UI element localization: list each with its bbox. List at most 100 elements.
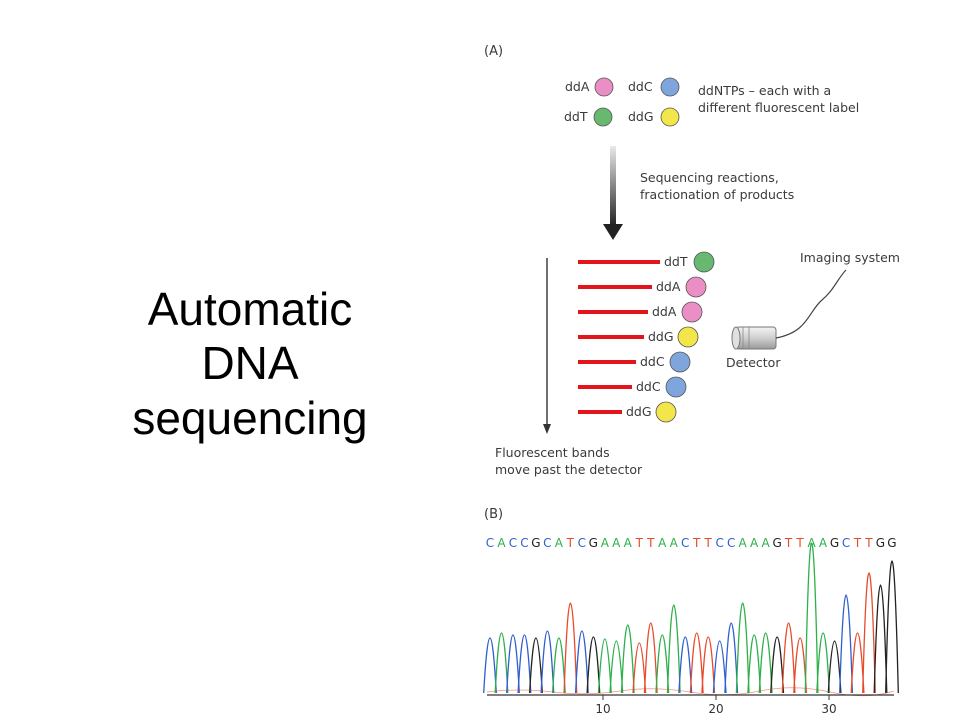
base-call-13: A [624, 536, 633, 550]
ddntp-label-a: ddA [565, 79, 590, 94]
band-label-3: ddA [652, 304, 677, 319]
trace-peak-31 [827, 640, 842, 694]
trace-peak-15 [643, 622, 658, 694]
base-call-3: C [509, 536, 517, 550]
slide-title: Automatic DNA sequencing [100, 282, 400, 445]
trace-baseline [486, 687, 895, 697]
ddntp-dot-c [660, 77, 680, 97]
band-label-6: ddC [636, 379, 661, 394]
trace-peak-34 [862, 572, 876, 694]
band-3 [578, 310, 648, 314]
base-call-30: A [819, 536, 828, 550]
trace-peak-1 [483, 637, 497, 694]
band-dot-2 [685, 276, 707, 298]
bands-caption-line-2: move past the detector [495, 462, 643, 477]
band-5 [578, 360, 636, 364]
band-label-4: ddG [648, 329, 674, 344]
band-dot-4 [677, 326, 699, 348]
trace-peak-6 [540, 630, 555, 694]
base-call-35: G [876, 536, 885, 550]
base-call-32: C [842, 536, 850, 550]
band-6 [578, 385, 632, 389]
trace-peak-13 [620, 624, 635, 694]
axis-tick-20: 20 [708, 702, 723, 716]
band-1 [578, 260, 660, 264]
process-arrow [603, 146, 623, 240]
trace-peak-23 [735, 602, 750, 694]
base-call-24: A [750, 536, 759, 550]
trace-peak-16 [655, 634, 670, 694]
migration-arrow [543, 258, 551, 434]
trace-peak-30 [816, 632, 831, 694]
base-call-6: C [543, 536, 551, 550]
base-call-21: C [715, 536, 723, 550]
trace-peak-12 [609, 640, 624, 694]
reaction-caption-line-1: Sequencing reactions, [640, 170, 779, 185]
trace-peak-32 [839, 594, 854, 694]
bands-caption-line-1: Fluorescent bands [495, 445, 610, 460]
title-line-3: sequencing [132, 391, 368, 444]
trace-peak-20 [701, 636, 716, 694]
trace-peak-33 [850, 632, 865, 694]
band-dot-7 [655, 401, 677, 423]
base-call-25: A [762, 536, 771, 550]
title-line-2: DNA [201, 337, 299, 390]
band-2 [578, 285, 652, 289]
detector-label: Detector [726, 355, 781, 370]
trace-peak-29 [804, 542, 819, 694]
base-call-5: G [531, 536, 540, 550]
base-call-12: A [612, 536, 621, 550]
base-call-20: T [704, 536, 713, 550]
trace-peak-8 [563, 602, 578, 694]
band-dot-3 [681, 301, 703, 323]
ddntp-dot-a [594, 77, 614, 97]
base-call-31: G [830, 536, 839, 550]
base-call-11: A [601, 536, 610, 550]
trace-peak-3 [506, 634, 520, 694]
axis-tick-30: 30 [821, 702, 836, 716]
chromatogram-trace [483, 542, 899, 697]
trace-peak-10 [586, 636, 601, 694]
trace-peak-17 [666, 604, 681, 694]
base-call-1: C [486, 536, 494, 550]
band-dot-1 [693, 251, 715, 273]
detector-icon [731, 326, 777, 350]
band-label-1: ddT [664, 254, 688, 269]
band-label-5: ddC [640, 354, 665, 369]
base-call-22: C [727, 536, 735, 550]
base-call-36: G [887, 536, 896, 550]
base-call-7: A [555, 536, 564, 550]
ddntp-label-c: ddC [628, 79, 653, 94]
base-call-14: T [635, 536, 644, 550]
ddntp-dot-t [593, 107, 613, 127]
base-call-4: C [520, 536, 528, 550]
reaction-caption-line-2: fractionation of products [640, 187, 794, 202]
ddntp-legend: ddA ddC ddT ddG [564, 77, 680, 127]
trace-peak-2 [494, 632, 509, 694]
base-call-10: G [589, 536, 598, 550]
trace-peak-22 [724, 622, 739, 694]
trace-peak-18 [678, 636, 693, 694]
trace-peak-11 [597, 638, 612, 694]
trace-peak-24 [747, 634, 762, 694]
trace-peak-26 [770, 636, 785, 694]
chromatogram-axis: 10 20 30 [487, 694, 894, 716]
ddntp-label-t: ddT [564, 109, 588, 124]
band-label-2: ddA [656, 279, 681, 294]
base-call-2: A [497, 536, 506, 550]
imaging-system-label: Imaging system [800, 250, 900, 265]
base-call-34: T [864, 536, 873, 550]
panel-a-label: (A) [484, 44, 503, 59]
trace-peak-19 [689, 632, 704, 694]
title-line-1: Automatic [147, 283, 353, 335]
ddntp-dot-g [660, 107, 680, 127]
base-call-26: G [772, 536, 781, 550]
trace-peak-14 [632, 642, 647, 694]
base-call-19: T [692, 536, 701, 550]
trace-peak-9 [574, 630, 589, 694]
base-call-15: T [646, 536, 655, 550]
base-call-23: A [739, 536, 748, 550]
